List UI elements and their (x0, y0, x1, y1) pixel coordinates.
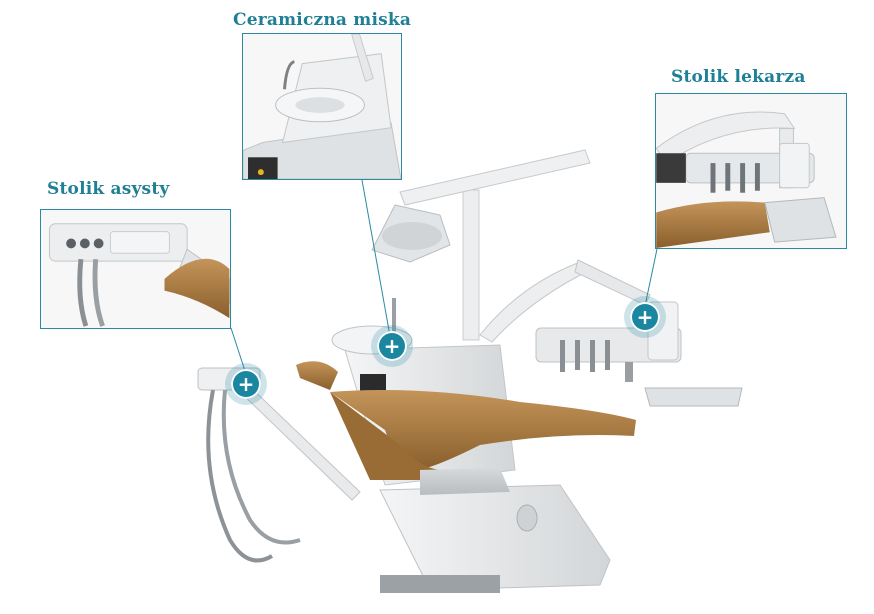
doctor-table-hotspot[interactable]: + (630, 302, 660, 332)
ceramic-bowl-photo (243, 34, 401, 179)
plus-icon: + (636, 305, 654, 329)
assistant-table-hotspot[interactable]: + (231, 369, 261, 399)
plus-icon: + (383, 334, 401, 358)
chair-base (379, 484, 611, 593)
plus-icon: + (237, 372, 255, 396)
assistant-table-title: Stolik asysty (47, 179, 170, 199)
lamp-arm (371, 149, 591, 341)
assistant-table-inset (40, 209, 231, 329)
ceramic-bowl-hotspot[interactable]: + (377, 331, 407, 361)
assistant-table-photo (41, 210, 230, 328)
doctor-table (535, 301, 743, 407)
ceramic-bowl-inset (242, 33, 402, 180)
doctor-table-photo (656, 94, 846, 248)
doctor-table-title: Stolik lekarza (671, 67, 806, 87)
doctor-table-inset (655, 93, 847, 249)
chair-upholstery (296, 361, 636, 495)
ceramic-bowl-title: Ceramiczna miska (233, 10, 412, 30)
